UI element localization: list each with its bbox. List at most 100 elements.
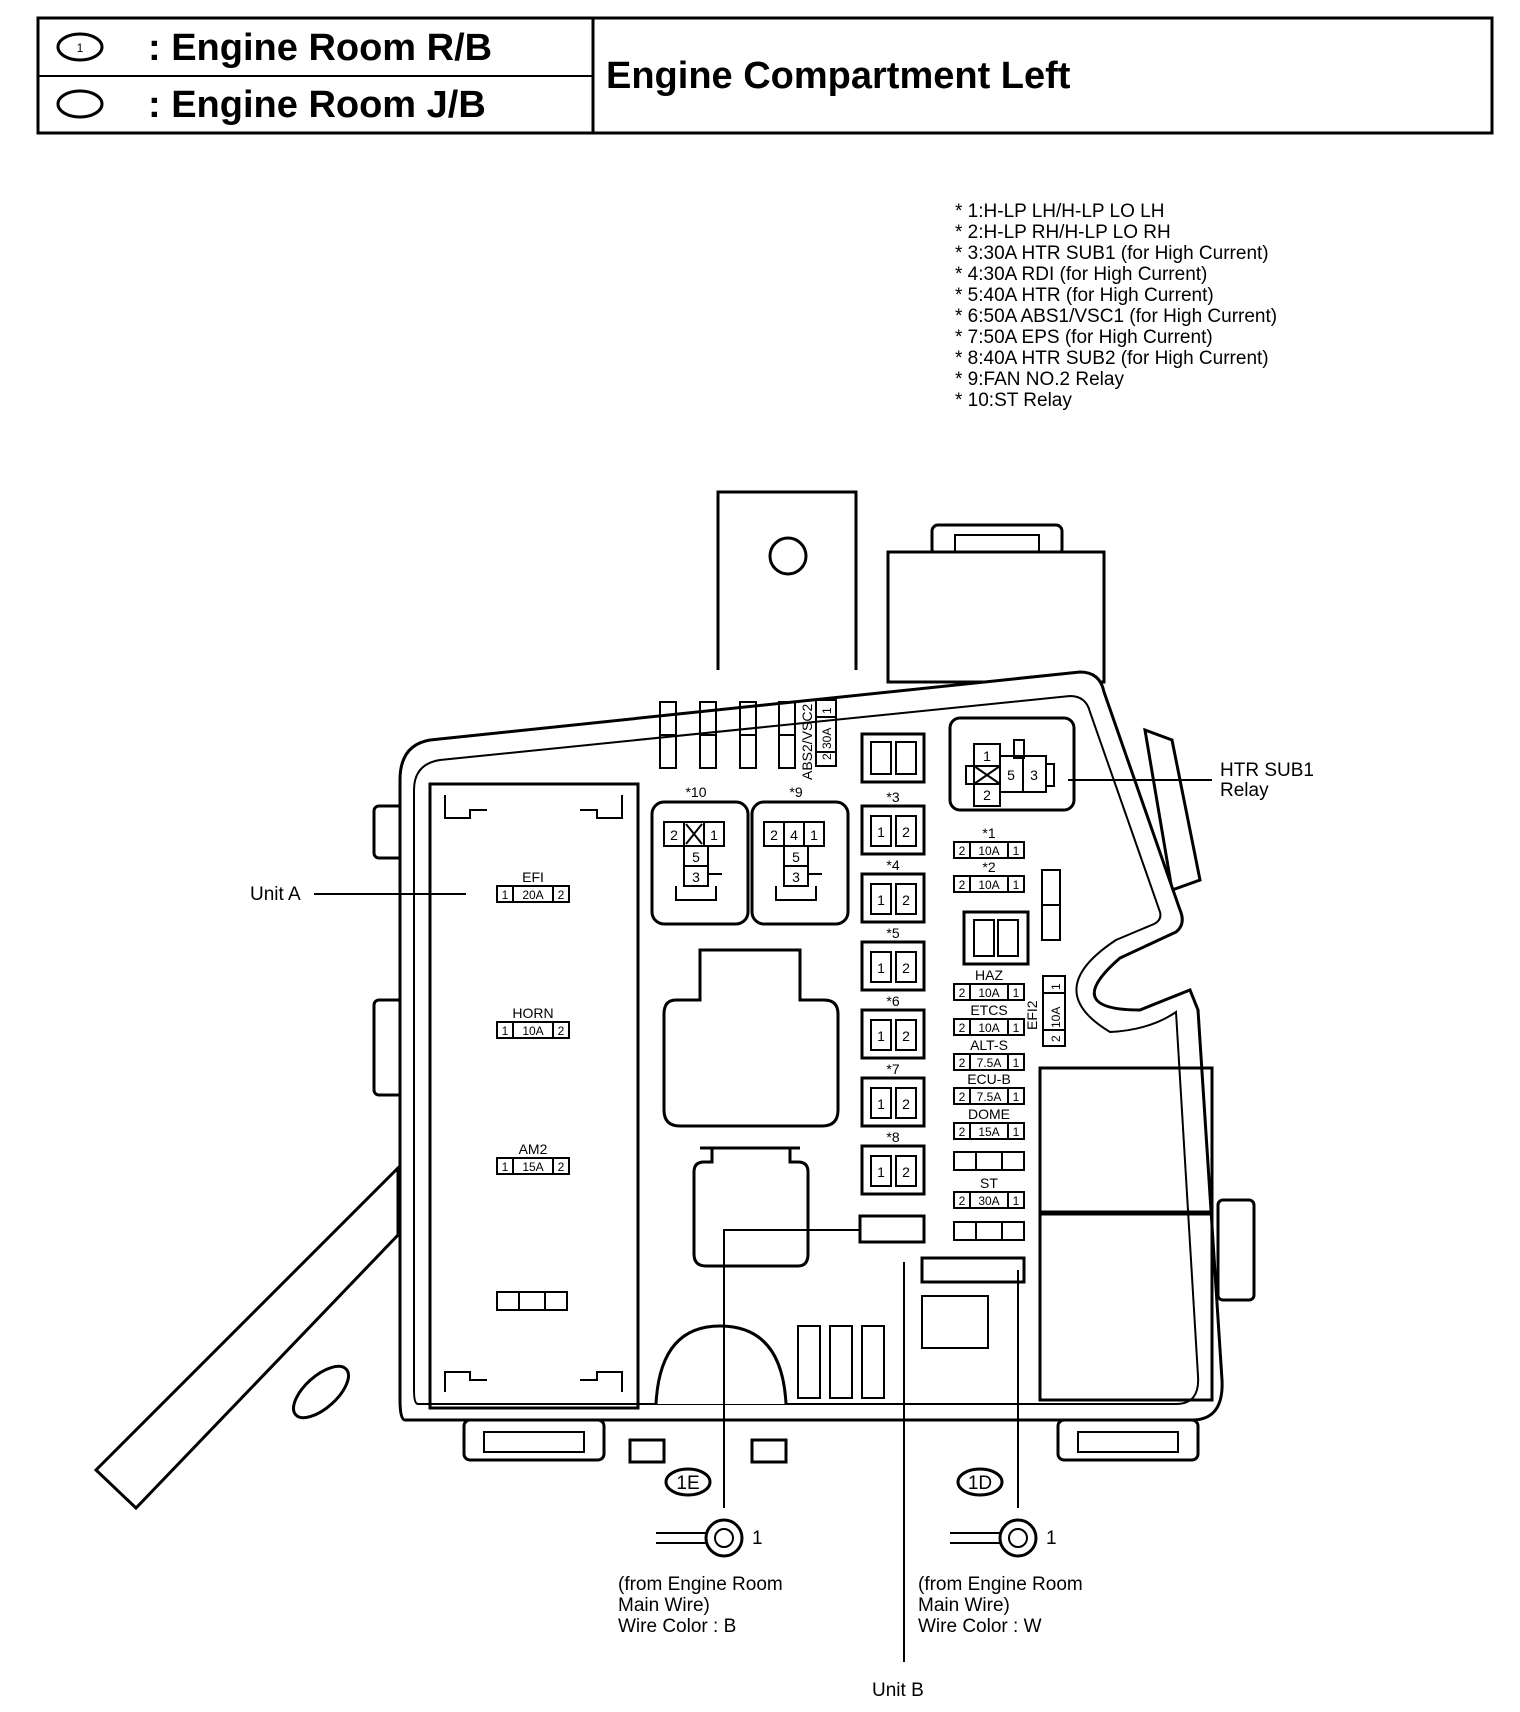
hc-fuse-pin: 2 bbox=[902, 1096, 910, 1112]
fuse-label: HAZ bbox=[975, 967, 1003, 983]
empty-fuse-slots bbox=[953, 1151, 1025, 1241]
unit-b-region bbox=[797, 1214, 1026, 1399]
page-title: Engine Compartment Left bbox=[606, 55, 1071, 97]
relay-9-pin4: 4 bbox=[790, 827, 798, 843]
relay-9-label: *9 bbox=[789, 784, 802, 800]
bottom-tab bbox=[628, 1438, 666, 1464]
htr-sub1-relay: 1 2 5 3 bbox=[948, 716, 1076, 812]
note-10: * 10:ST Relay bbox=[955, 390, 1072, 411]
note-6: * 6:50A ABS1/VSC1 (for High Current) bbox=[955, 306, 1277, 327]
hc-fuse-label: *6 bbox=[886, 993, 899, 1009]
side-tab bbox=[1216, 1198, 1256, 1302]
note-1: * 1:H-LP LH/H-LP LO LH bbox=[955, 201, 1164, 222]
connector-1e-text-3: Wire Color : B bbox=[618, 1616, 736, 1637]
efi2-right-pin: 1 bbox=[1049, 983, 1063, 990]
connector-1d: 1D 1 (from Engine Room Main Wire) Wire C… bbox=[918, 1270, 1083, 1637]
mounting-hole bbox=[292, 1364, 350, 1420]
spare-socket bbox=[860, 732, 926, 784]
relay-9-pin2: 2 bbox=[770, 827, 778, 843]
fuse-label: ALT-S bbox=[970, 1037, 1008, 1053]
center-relay-sockets bbox=[662, 948, 840, 1268]
fuse-pin: 1 bbox=[1013, 1021, 1020, 1035]
note-4: * 4:30A RDI (for High Current) bbox=[955, 264, 1207, 285]
fuse-pin: 1 bbox=[1013, 1056, 1020, 1070]
side-tab bbox=[1143, 727, 1202, 893]
hc-fuse-pin: 1 bbox=[877, 1028, 885, 1044]
efi2-label: EFI2 bbox=[1024, 1000, 1040, 1030]
header-table: 1 : Engine Room R/B : Engine Room J/B En… bbox=[36, 16, 1494, 135]
relay-10-label: *10 bbox=[685, 784, 706, 800]
hc-fuse-label: *5 bbox=[886, 925, 899, 941]
relay-10: *10 2 1 5 3 bbox=[650, 784, 750, 926]
connector-1d-icon bbox=[956, 1467, 1004, 1497]
right-large-sockets bbox=[1038, 1066, 1214, 1402]
hc-fuse-pin: 1 bbox=[877, 1164, 885, 1180]
fuse-pin: 1 bbox=[1013, 1090, 1020, 1104]
fuse-pin: 2 bbox=[959, 986, 966, 1000]
connector-1e-label: 1E bbox=[676, 1473, 699, 1494]
housing-inner bbox=[413, 694, 1200, 1405]
fuse-amp: 30A bbox=[978, 1194, 999, 1208]
abs2-left-pin: 2 bbox=[820, 753, 834, 760]
fuse-pin: 2 bbox=[959, 1056, 966, 1070]
fuse-amp: 20A bbox=[522, 888, 543, 902]
top-blade-fuses bbox=[659, 701, 796, 769]
fuse-pin: 1 bbox=[1013, 986, 1020, 1000]
fuse-pin: 1 bbox=[502, 1024, 509, 1038]
hc-fuse-pin: 1 bbox=[877, 824, 885, 840]
note-7: * 7:50A EPS (for High Current) bbox=[955, 327, 1213, 348]
note-2: * 2:H-LP RH/H-LP LO RH bbox=[955, 222, 1171, 243]
unit-a-fuse-slot bbox=[496, 1291, 568, 1311]
fuse-pin: 2 bbox=[959, 1194, 966, 1208]
unit-a-frame bbox=[428, 782, 640, 1410]
callout-unit-a: Unit A bbox=[250, 884, 466, 905]
efi2-amp: 10A bbox=[1049, 1007, 1063, 1028]
abs2-label: ABS2/VSC2 bbox=[799, 704, 815, 780]
relay-10-pin1: 1 bbox=[710, 827, 718, 843]
rb-legend-label: : Engine Room R/B bbox=[148, 27, 492, 69]
relay-9-pin1: 1 bbox=[810, 827, 818, 843]
fuse-pin: 1 bbox=[502, 888, 509, 902]
connector-1d-label: 1D bbox=[968, 1473, 992, 1494]
fuse-abs2-vsc2: 2 30A 1 ABS2/VSC2 bbox=[799, 699, 837, 780]
connector-1d-text-1: (from Engine Room bbox=[918, 1574, 1083, 1595]
efi2-left-pin: 2 bbox=[1049, 1035, 1063, 1042]
htr-pin2: 2 bbox=[983, 787, 991, 803]
abs2-amp: 30A bbox=[820, 728, 834, 749]
fuse-label: ETCS bbox=[970, 1002, 1007, 1018]
connector-1e-text-2: Main Wire) bbox=[618, 1595, 710, 1616]
relay-9-pin5: 5 bbox=[792, 849, 800, 865]
htr-label-1: HTR SUB1 bbox=[1220, 760, 1314, 781]
hc-fuse-pin: 2 bbox=[902, 892, 910, 908]
unit-a bbox=[428, 782, 640, 1410]
connector-1d-text-2: Main Wire) bbox=[918, 1595, 1010, 1616]
fuse-pin: 2 bbox=[558, 888, 565, 902]
relay-10-pin2: 2 bbox=[670, 827, 678, 843]
fuse-label: DOME bbox=[968, 1106, 1010, 1122]
fuse-amp: 15A bbox=[522, 1160, 543, 1174]
spare-relay-socket bbox=[962, 910, 1030, 966]
jb-legend-label: : Engine Room J/B bbox=[148, 84, 486, 126]
fuse-label: HORN bbox=[512, 1005, 553, 1021]
connector-1e-text-1: (from Engine Room bbox=[618, 1574, 783, 1595]
hc-fuse-pin: 2 bbox=[902, 1164, 910, 1180]
connector-1e-icon bbox=[664, 1467, 712, 1497]
note-3: * 3:30A HTR SUB1 (for High Current) bbox=[955, 243, 1269, 264]
fuse-amp: 10A bbox=[978, 986, 999, 1000]
relay-10-pin3: 3 bbox=[692, 869, 700, 885]
hc-fuse-label: *3 bbox=[886, 789, 899, 805]
htr-pin1: 1 bbox=[983, 748, 991, 764]
htr-pin5: 5 bbox=[1007, 767, 1015, 783]
top-block bbox=[886, 550, 1106, 684]
fuse-amp: 15A bbox=[978, 1125, 999, 1139]
fuse-pin: 1 bbox=[1013, 1125, 1020, 1139]
